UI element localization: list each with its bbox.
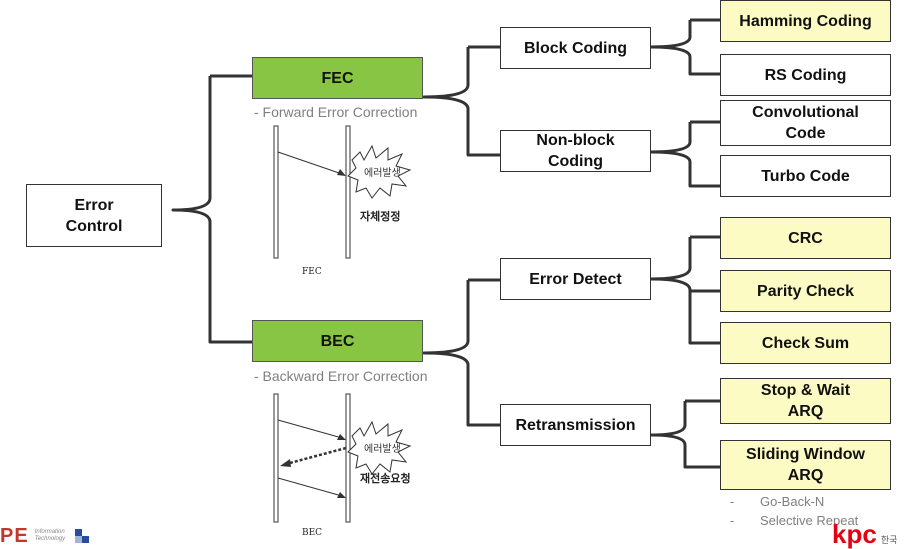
stop-and-wait-arq-box: Stop & Wait ARQ xyxy=(720,378,891,424)
kpc-logo-mark: kpc xyxy=(832,519,877,549)
university-logo-icon xyxy=(75,529,90,543)
hamming-coding-box: Hamming Coding xyxy=(720,0,891,42)
fec-burst-icon xyxy=(347,144,412,199)
fec-sequence-diagram: 에러발생 자체정정 FEC xyxy=(260,122,440,277)
sliding-window-arq-label: Sliding Window ARQ xyxy=(746,446,865,484)
error-detect-label: Error Detect xyxy=(529,270,622,288)
connector-root xyxy=(171,74,252,344)
bec-sequence-graphic xyxy=(273,393,412,523)
convolutional-code-box: Convolutional Code xyxy=(720,100,891,146)
it-logo-text: Information Technology xyxy=(34,529,66,542)
bec-box: BEC xyxy=(252,320,423,362)
bec-subtitle: - Backward Error Correction xyxy=(254,368,428,384)
retransmission-box: Retransmission xyxy=(500,404,651,446)
crc-box: CRC xyxy=(720,217,891,259)
selective-repeat-item: Selective Repeat xyxy=(730,511,858,530)
convolutional-code-label: Convolutional Code xyxy=(752,104,859,142)
footer-left-logo: PE Information Technology xyxy=(0,525,97,547)
sliding-window-arq-box: Sliding Window ARQ xyxy=(720,440,891,490)
error-detect-box: Error Detect xyxy=(500,258,651,300)
footer-right-logo: kpc 한국 xyxy=(832,519,898,549)
block-coding-label: Block Coding xyxy=(523,39,628,57)
fec-label: FEC xyxy=(321,69,354,87)
sliding-window-variants: Go-Back-N Selective Repeat xyxy=(730,492,858,530)
connector-detect xyxy=(649,235,720,345)
pe-logo-mark: PE xyxy=(0,525,29,547)
parity-check-label: Parity Check xyxy=(757,282,854,300)
error-control-box: Error Control xyxy=(26,184,162,247)
kpc-logo-text: 한국 xyxy=(880,535,898,545)
check-sum-box: Check Sum xyxy=(720,322,891,364)
bec-burst-icon xyxy=(347,420,412,475)
fec-box: FEC xyxy=(252,57,423,99)
turbo-code-box: Turbo Code xyxy=(720,155,891,197)
go-back-n-item: Go-Back-N xyxy=(730,492,858,511)
turbo-code-label: Turbo Code xyxy=(761,167,850,185)
connector-retrans xyxy=(649,399,720,469)
connector-bec xyxy=(422,278,500,427)
non-block-coding-label: Non-block Coding xyxy=(536,132,615,170)
fec-caption: FEC xyxy=(302,267,322,277)
bec-burst-text: 에러발생 xyxy=(364,444,401,455)
rs-coding-box: RS Coding xyxy=(720,54,891,96)
fec-sequence-graphic xyxy=(273,125,412,259)
connector-block xyxy=(649,18,720,76)
bec-action-label: 재전송요청 xyxy=(360,473,411,485)
hamming-coding-label: Hamming Coding xyxy=(739,12,872,30)
block-coding-box: Block Coding xyxy=(500,27,651,69)
bec-caption: BEC xyxy=(302,528,323,538)
retransmission-label: Retransmission xyxy=(515,416,636,434)
connector-nonblock xyxy=(649,120,720,188)
error-control-label: Error Control xyxy=(65,196,123,235)
connector-fec xyxy=(422,45,500,157)
non-block-coding-box: Non-block Coding xyxy=(500,130,651,172)
bec-sequence-diagram: 에러발생 재전송요청 BEC xyxy=(260,390,440,538)
rs-coding-label: RS Coding xyxy=(764,66,847,84)
check-sum-label: Check Sum xyxy=(761,334,850,352)
bec-label: BEC xyxy=(320,332,355,350)
fec-burst-text: 에러발생 xyxy=(364,168,401,179)
parity-check-box: Parity Check xyxy=(720,270,891,312)
fec-action-label: 자체정정 xyxy=(360,211,401,223)
stop-and-wait-arq-label: Stop & Wait ARQ xyxy=(760,382,851,420)
fec-subtitle: - Forward Error Correction xyxy=(254,104,418,120)
crc-label: CRC xyxy=(788,229,823,247)
